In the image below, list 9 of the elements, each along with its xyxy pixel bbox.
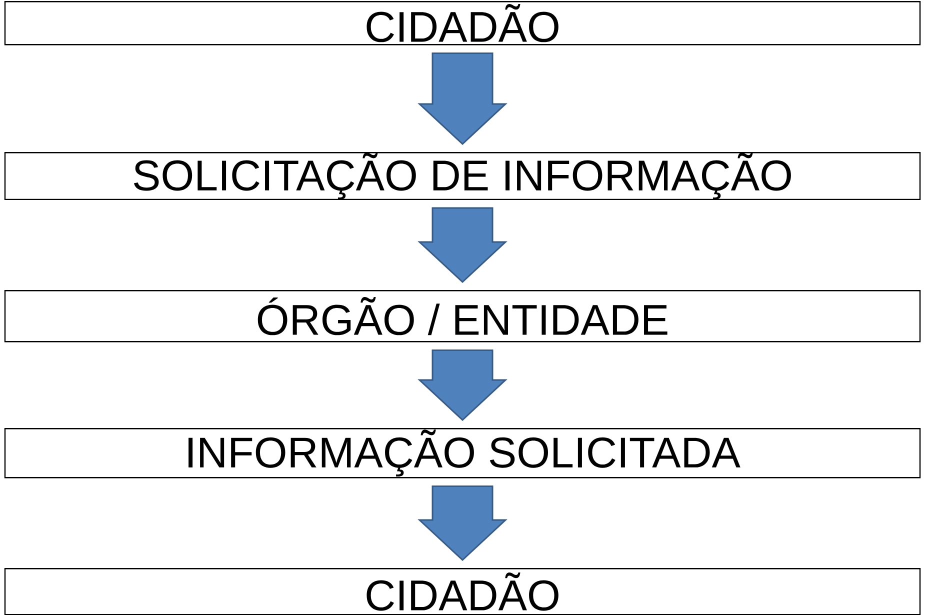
block-arrow <box>418 349 508 422</box>
process-box: CIDADÃO <box>4 1 921 46</box>
block-arrow <box>418 207 508 284</box>
process-box: INFORMAÇÃO SOLICITADA <box>4 428 921 478</box>
process-box: ÓRGÃO / ENTIDADE <box>4 290 921 342</box>
process-box: SOLICITAÇÃO DE INFORMAÇÃO <box>4 152 921 200</box>
process-box: CIDADÃO <box>4 568 921 615</box>
block-arrow <box>418 485 508 562</box>
block-arrow <box>418 52 508 146</box>
